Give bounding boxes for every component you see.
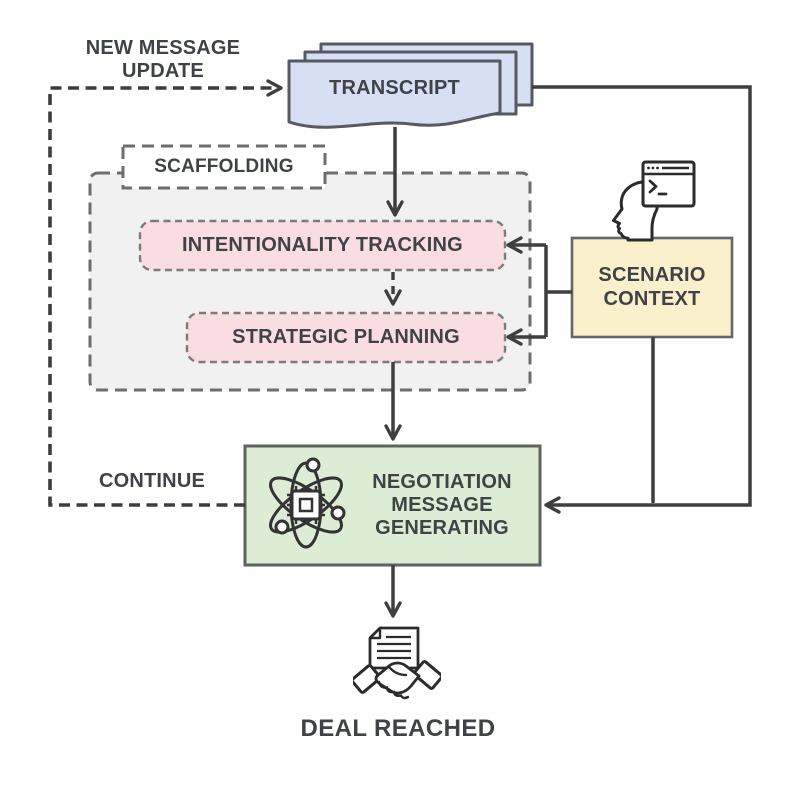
transcript-label: TRANSCRIPT bbox=[329, 77, 460, 100]
connector-transcript-to-negotiation bbox=[532, 85, 752, 514]
chip-shape bbox=[287, 486, 325, 524]
scenario-context-label: SCENARIO CONTEXT bbox=[598, 264, 706, 310]
transcript-page-front bbox=[287, 59, 502, 129]
scenario-context-node bbox=[570, 236, 734, 339]
strategic-planning-node bbox=[185, 311, 507, 364]
negotiation-message-generating-label: NEGOTIATION MESSAGE GENERATING bbox=[372, 470, 512, 540]
connector-continue-loop bbox=[48, 79, 283, 507]
intentionality-tracking-node bbox=[138, 219, 507, 272]
strategic-planning-label: STRATEGIC PLANNING bbox=[232, 325, 460, 348]
scaffolding-label: SCAFFOLDING bbox=[154, 155, 294, 177]
intentionality-tracking-label: INTENTIONALITY TRACKING bbox=[182, 233, 463, 256]
handshake-document-icon bbox=[353, 626, 441, 700]
deal-reached-label: DEAL REACHED bbox=[300, 715, 496, 743]
continue-label: CONTINUE bbox=[98, 470, 206, 493]
new-message-update-label: NEW MESSAGE UPDATE bbox=[85, 36, 241, 82]
atom-chip-icon bbox=[269, 457, 346, 549]
scaffolding-label-box bbox=[121, 144, 327, 190]
connector-scenario-branch bbox=[544, 245, 572, 337]
handshake-shape bbox=[353, 660, 441, 700]
terminal-window-shape bbox=[641, 160, 696, 208]
head-terminal-icon bbox=[612, 160, 696, 242]
transcript-node bbox=[287, 42, 534, 129]
